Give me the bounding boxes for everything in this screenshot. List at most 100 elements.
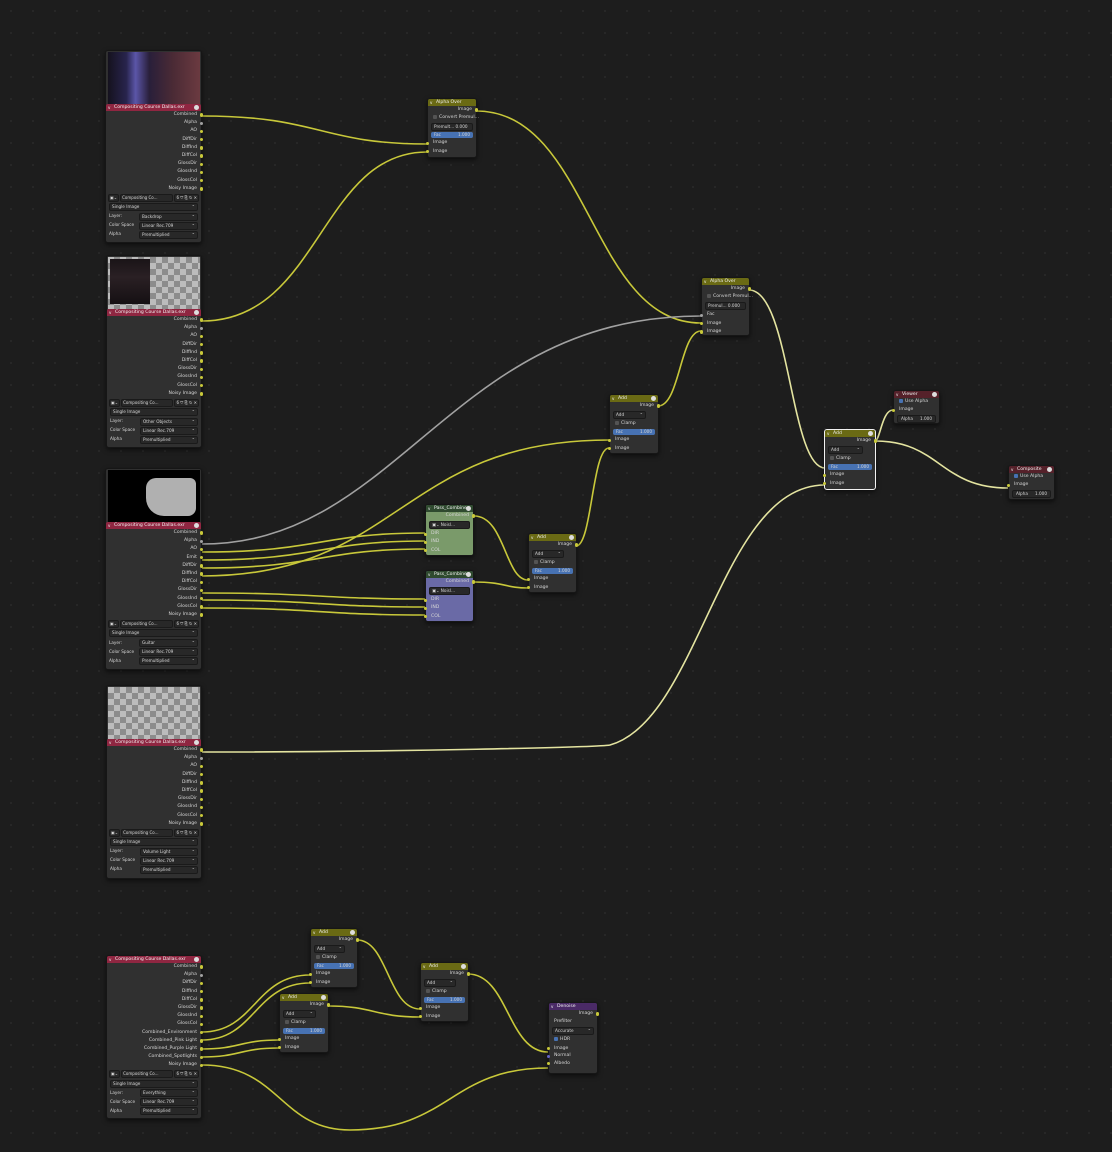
- socket-dot[interactable]: [199, 129, 203, 134]
- collapse-chevron-icon[interactable]: v: [108, 105, 111, 110]
- input-socket[interactable]: DIR: [424, 596, 473, 604]
- input-socket[interactable]: Image: [309, 970, 357, 978]
- checkbox-icon[interactable]: [433, 114, 437, 119]
- socket-dot[interactable]: [873, 439, 877, 443]
- image-browse-icon[interactable]: ▣⌄: [109, 398, 121, 407]
- socket-dot[interactable]: [309, 972, 313, 977]
- mix-icon[interactable]: [868, 431, 873, 436]
- output-socket[interactable]: Image: [428, 106, 478, 114]
- output-socket[interactable]: GlossCol: [106, 177, 203, 185]
- checkbox-icon[interactable]: [316, 954, 320, 959]
- socket-dot[interactable]: [199, 162, 203, 166]
- socket-dot[interactable]: [199, 613, 203, 617]
- input-socket[interactable]: IND: [424, 538, 473, 546]
- output-socket[interactable]: DiffDir: [106, 136, 203, 144]
- output-socket[interactable]: Alpha: [106, 537, 203, 545]
- socket-dot[interactable]: [700, 330, 704, 334]
- socket-dot[interactable]: [199, 814, 203, 818]
- socket-dot[interactable]: [199, 756, 203, 760]
- socket-dot[interactable]: [199, 1006, 203, 1010]
- output-socket[interactable]: GlossDir: [106, 586, 203, 594]
- socket-dot[interactable]: [199, 822, 203, 826]
- output-socket[interactable]: GlossInd: [107, 803, 203, 811]
- socket-dot[interactable]: [199, 531, 203, 535]
- blend-type-dropdown[interactable]: Add: [314, 945, 345, 954]
- output-socket[interactable]: Image: [529, 541, 578, 549]
- output-socket[interactable]: Emit: [106, 554, 203, 562]
- output-socket[interactable]: DiffDir: [106, 562, 203, 570]
- image-tools-icon[interactable]: 6 ⛉ ⎘ ↻ ✕: [174, 193, 199, 202]
- premul-field[interactable]: Premul... 0.000: [705, 302, 746, 311]
- socket-dot[interactable]: [199, 113, 203, 117]
- socket-dot[interactable]: [547, 1062, 551, 1066]
- socket-dot[interactable]: [199, 1055, 203, 1060]
- socket-dot[interactable]: [199, 326, 203, 330]
- socket-dot[interactable]: [199, 138, 203, 142]
- image-browse-icon[interactable]: ▣⌄: [109, 1070, 121, 1079]
- composite-icon[interactable]: [1047, 467, 1052, 472]
- collapse-chevron-icon[interactable]: v: [109, 957, 112, 962]
- clamp-checkbox[interactable]: Clamp: [421, 988, 468, 996]
- socket-dot[interactable]: [608, 438, 612, 443]
- image-selector[interactable]: ▣⌄Compositing Co...6 ⛉ ⎘ ↻ ✕: [109, 1070, 199, 1079]
- group-icon[interactable]: [466, 572, 471, 577]
- socket-dot[interactable]: [199, 990, 203, 994]
- blend-type-dropdown[interactable]: Add: [828, 446, 863, 455]
- socket-dot[interactable]: [466, 972, 470, 976]
- collapse-chevron-icon[interactable]: v: [109, 740, 112, 745]
- input-socket[interactable]: COL: [424, 613, 473, 621]
- socket-dot[interactable]: [424, 615, 428, 619]
- input-socket[interactable]: Image: [823, 480, 875, 488]
- output-socket[interactable]: Image: [280, 1001, 330, 1009]
- socket-dot[interactable]: [199, 1047, 203, 1051]
- output-socket[interactable]: DiffDir: [107, 341, 203, 349]
- collapse-chevron-icon[interactable]: v: [531, 535, 534, 540]
- hdr-checkbox[interactable]: HDR: [549, 1036, 597, 1044]
- collapse-chevron-icon[interactable]: v: [827, 431, 830, 436]
- input-socket[interactable]: Image: [700, 328, 749, 336]
- clamp-checkbox[interactable]: Clamp: [529, 559, 576, 567]
- socket-dot[interactable]: [199, 359, 203, 363]
- image-browse-icon[interactable]: ▣⌄: [109, 828, 121, 837]
- output-socket[interactable]: GlossDir: [107, 365, 203, 373]
- use-alpha-checkbox[interactable]: Use Alpha: [894, 398, 939, 406]
- checkbox-icon[interactable]: [554, 1036, 558, 1041]
- output-socket[interactable]: GlossInd: [107, 373, 203, 381]
- socket-dot[interactable]: [426, 141, 430, 146]
- socket-dot[interactable]: [656, 404, 660, 408]
- output-socket[interactable]: Alpha: [106, 119, 203, 127]
- eye-icon[interactable]: [932, 392, 937, 397]
- socket-dot[interactable]: [199, 343, 203, 347]
- socket-dot[interactable]: [199, 367, 203, 371]
- image-selector[interactable]: ▣⌄Compositing Co...6 ⛉ ⎘ ↻ ✕: [109, 828, 199, 837]
- source-dropdown[interactable]: Single Image: [110, 838, 198, 847]
- collapse-chevron-icon[interactable]: v: [108, 523, 111, 528]
- node-group-selector[interactable]: ▣⌄ Noisl...: [429, 521, 470, 530]
- socket-dot[interactable]: [199, 187, 203, 191]
- checkbox-icon[interactable]: [1014, 473, 1018, 478]
- output-socket[interactable]: Combined: [106, 111, 203, 119]
- output-socket[interactable]: Noisy Image: [107, 1061, 203, 1069]
- collapse-chevron-icon[interactable]: v: [428, 506, 431, 511]
- output-socket[interactable]: GlossInd: [107, 1012, 203, 1020]
- input-socket[interactable]: Image: [700, 320, 749, 328]
- output-socket[interactable]: Combined: [426, 578, 475, 586]
- output-socket[interactable]: DiffInd: [107, 779, 203, 787]
- socket-dot[interactable]: [424, 606, 428, 611]
- socket-dot[interactable]: [326, 1003, 330, 1007]
